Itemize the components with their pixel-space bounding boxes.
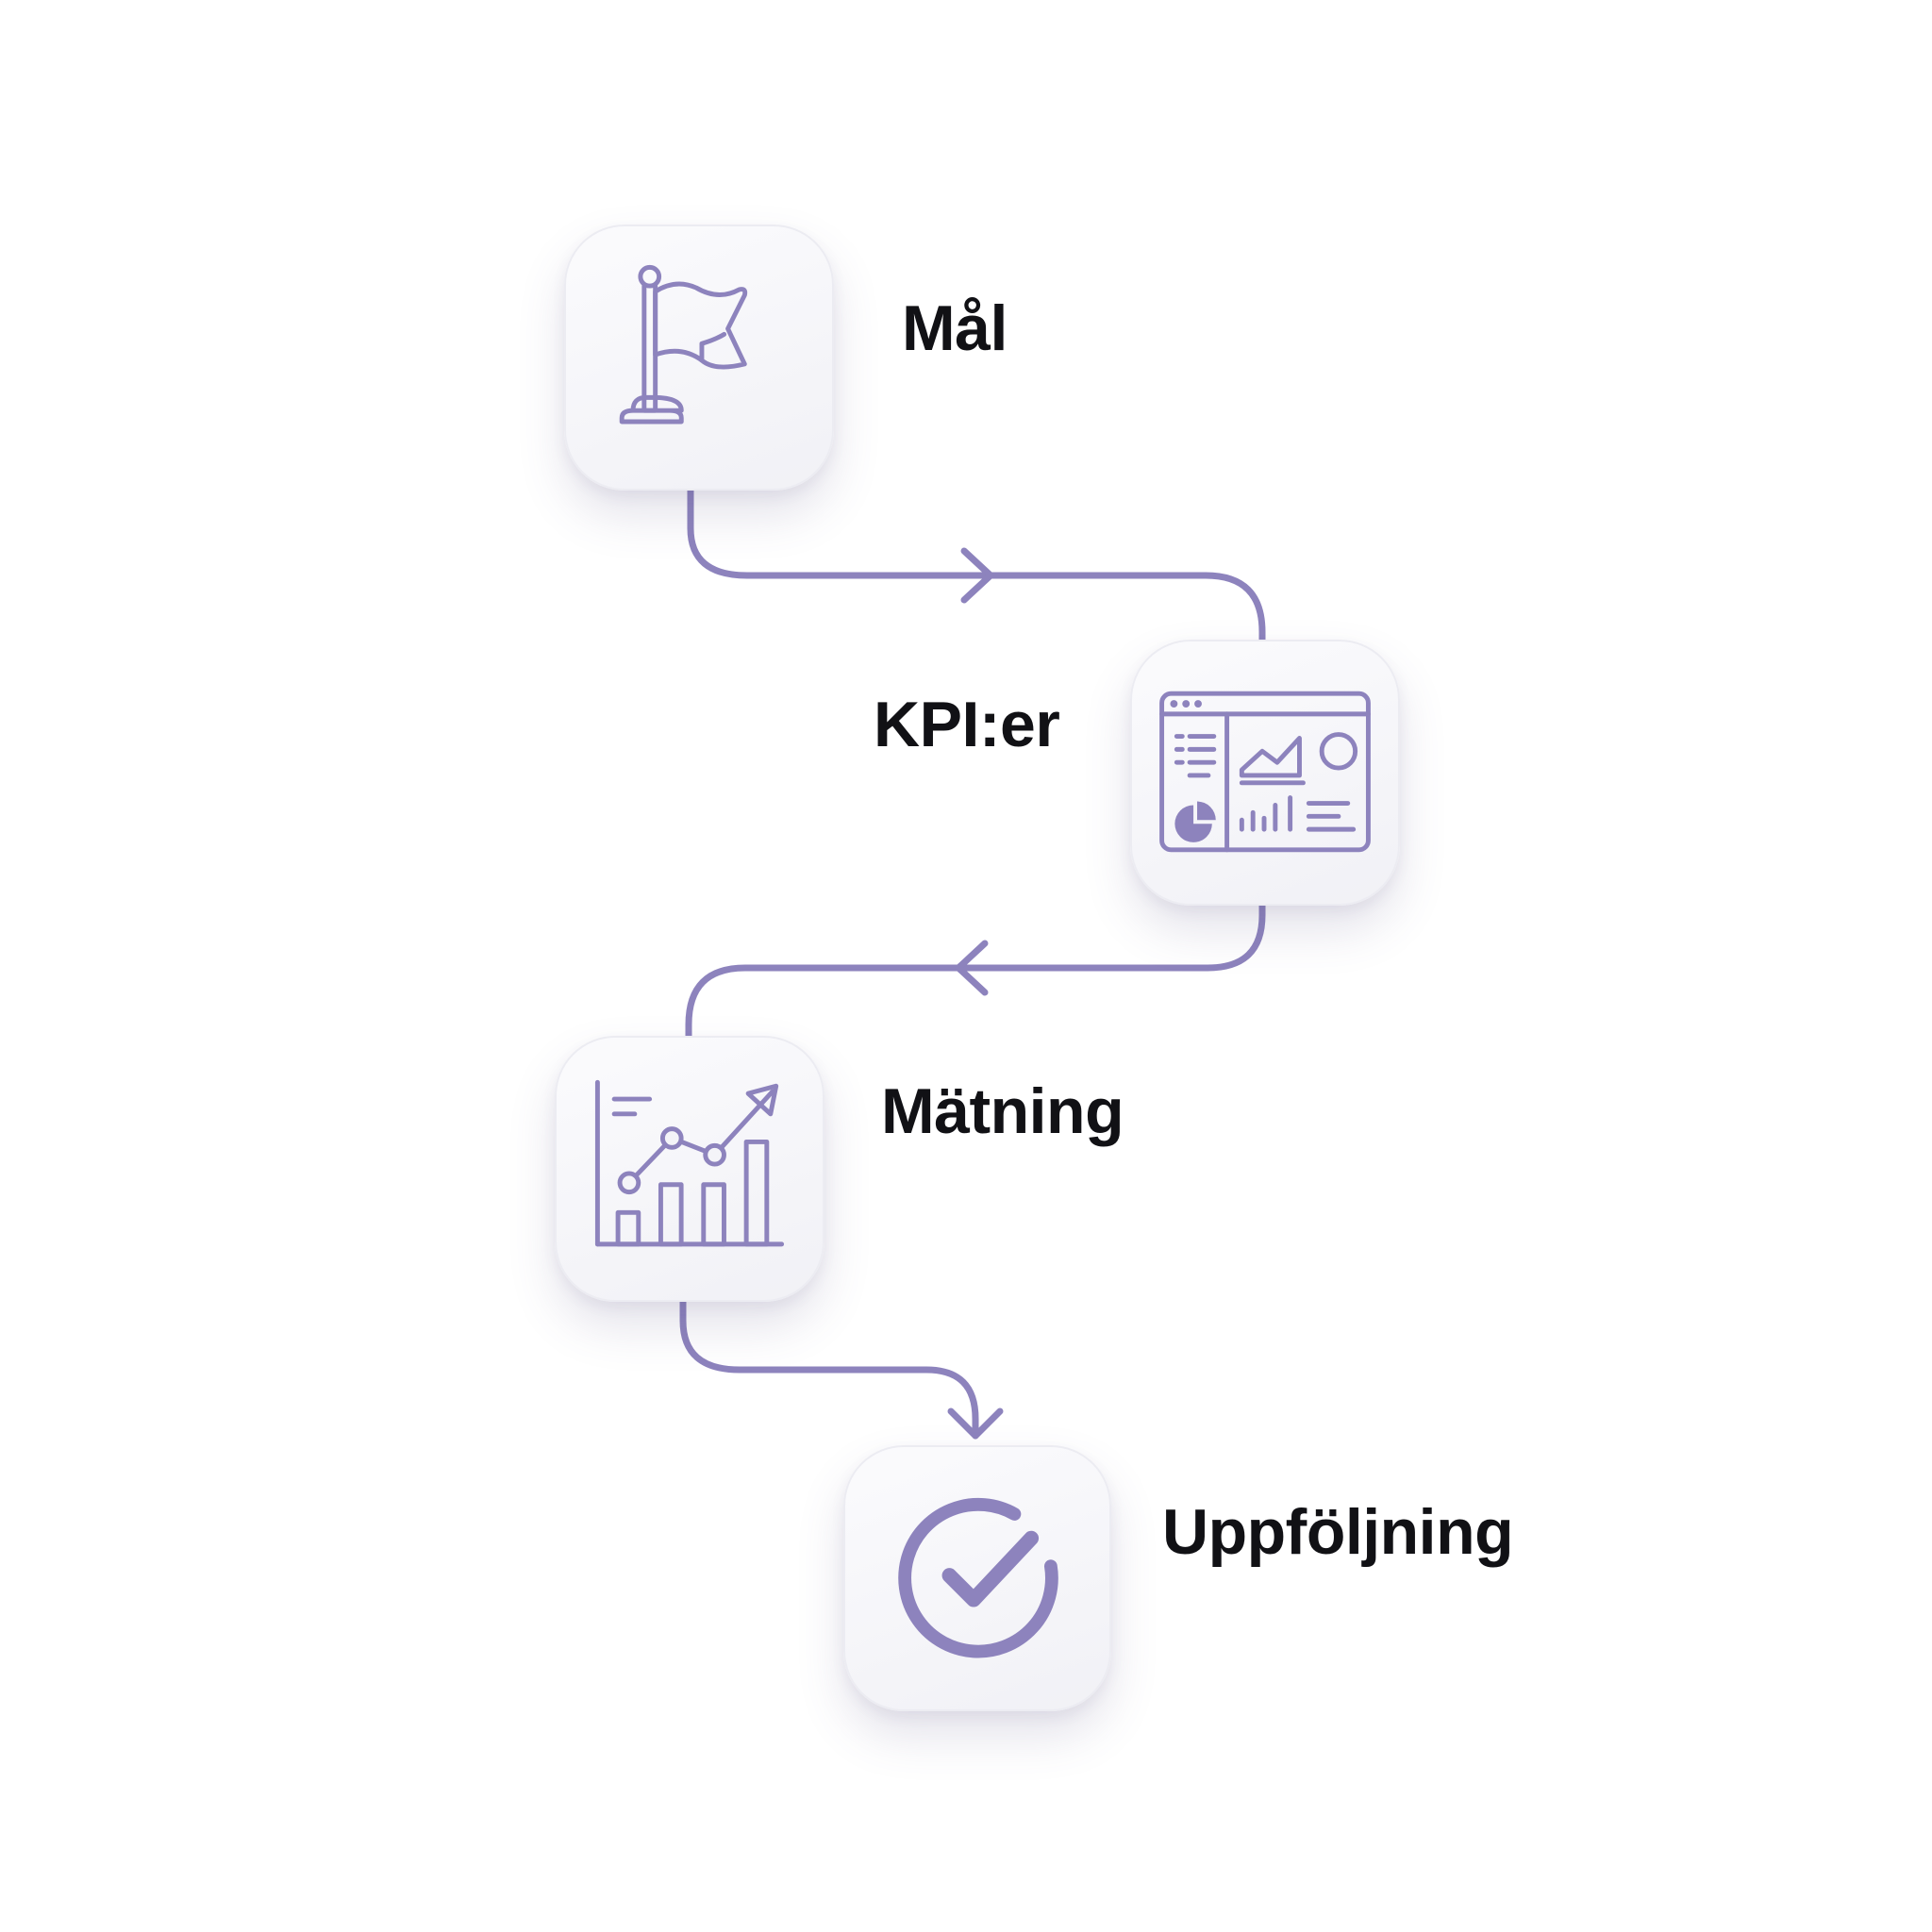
flag-icon <box>619 264 748 425</box>
step-kpi-tile <box>1130 640 1400 906</box>
growth-chart-icon <box>594 1079 785 1247</box>
step-kpi-label: KPI:er <box>874 689 1060 760</box>
step-followup-label: Uppföljning <box>1162 1496 1514 1568</box>
connector-measure-to-followup <box>679 1298 979 1440</box>
checkmark-circle-icon <box>898 1498 1058 1658</box>
connector-goal-to-kpi <box>687 487 1266 643</box>
arrowhead-left <box>955 940 989 996</box>
step-measure-label: Mätning <box>881 1075 1124 1147</box>
dashboard-icon <box>1159 691 1371 853</box>
connector-kpi-to-measure <box>685 902 1266 1040</box>
step-followup-tile <box>843 1445 1111 1711</box>
step-goal-tile <box>564 225 834 491</box>
arrowhead-right <box>960 547 994 604</box>
step-measure-tile <box>555 1036 824 1302</box>
step-goal-label: Mål <box>902 292 1008 364</box>
arrowhead-down <box>947 1407 1004 1440</box>
